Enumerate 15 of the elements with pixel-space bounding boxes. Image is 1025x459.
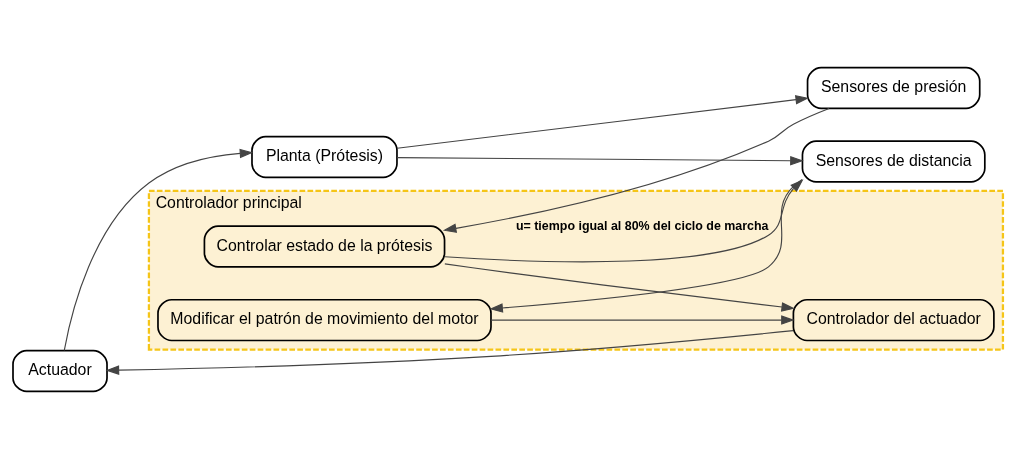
node-box: Actuador <box>12 349 108 393</box>
arrow <box>444 263 795 312</box>
node-box: Sensores de distancia <box>801 140 986 183</box>
arrow <box>442 107 830 233</box>
node-box: Planta (Prótesis) <box>251 135 398 179</box>
arrow <box>63 148 254 351</box>
arrow <box>396 155 804 166</box>
arrow <box>490 315 795 325</box>
node-box: Controlar estado de la prótesis <box>203 225 446 268</box>
node-box: Modificar el patrón de movimiento del motor <box>157 298 492 342</box>
arrow <box>105 330 794 375</box>
node-box: Sensores de presión <box>806 66 981 110</box>
arrow <box>396 95 810 149</box>
edge-label: u= tiempo igual al 80% del ciclo de marcha <box>515 219 769 234</box>
node-box: Controlador del actuador <box>792 298 995 342</box>
